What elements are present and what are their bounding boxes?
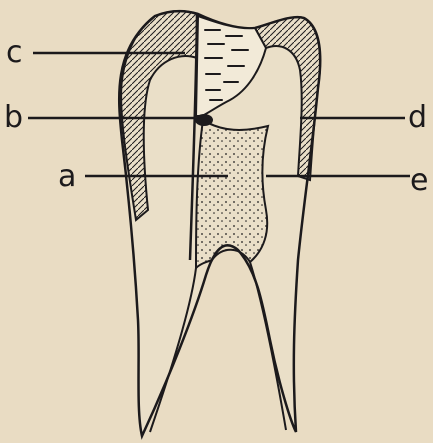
- label-b: b: [4, 100, 23, 135]
- label-d: d: [408, 100, 427, 135]
- label-e: e: [410, 163, 428, 198]
- label-c: c: [6, 35, 23, 70]
- label-a: a: [58, 159, 76, 194]
- blob-b: [195, 114, 213, 126]
- pulp-chamber: [196, 120, 268, 268]
